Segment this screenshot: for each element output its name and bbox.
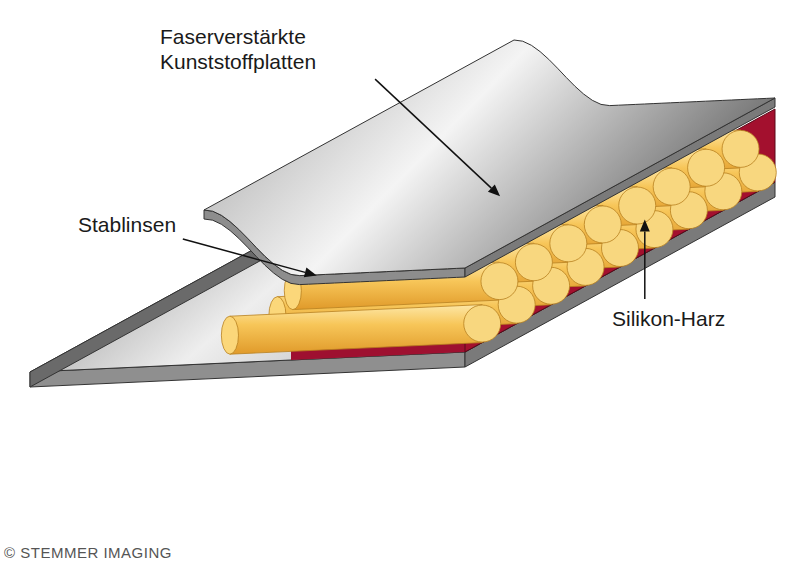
rod-lens-end xyxy=(619,187,656,224)
rod-lens-end xyxy=(481,263,518,300)
leader-arrowhead xyxy=(304,268,317,278)
rod-lens-end xyxy=(584,206,621,243)
rod-lens-end xyxy=(464,305,501,342)
rod-lens-cap xyxy=(221,316,238,354)
rod-lens-end xyxy=(550,225,587,262)
part-label: Stablinsen xyxy=(78,212,176,237)
copyright-note: © STEMMER IMAGING xyxy=(4,544,172,562)
leader-arrowhead xyxy=(488,184,500,196)
rod-lens-end xyxy=(515,244,552,281)
top-plate xyxy=(204,40,775,276)
leader-line xyxy=(644,231,646,299)
leader-arrowhead xyxy=(640,219,650,231)
leader-line xyxy=(375,79,491,188)
leader-line xyxy=(183,239,305,272)
part-label: Faserverstärkte Kunststoffplatten xyxy=(160,24,370,74)
rod-lens-end xyxy=(688,149,725,186)
part-label: Silikon-Harz xyxy=(612,306,725,331)
rod-lens-body xyxy=(230,305,482,355)
rod-lens-end xyxy=(722,130,759,167)
rod-lens-end xyxy=(653,168,690,205)
